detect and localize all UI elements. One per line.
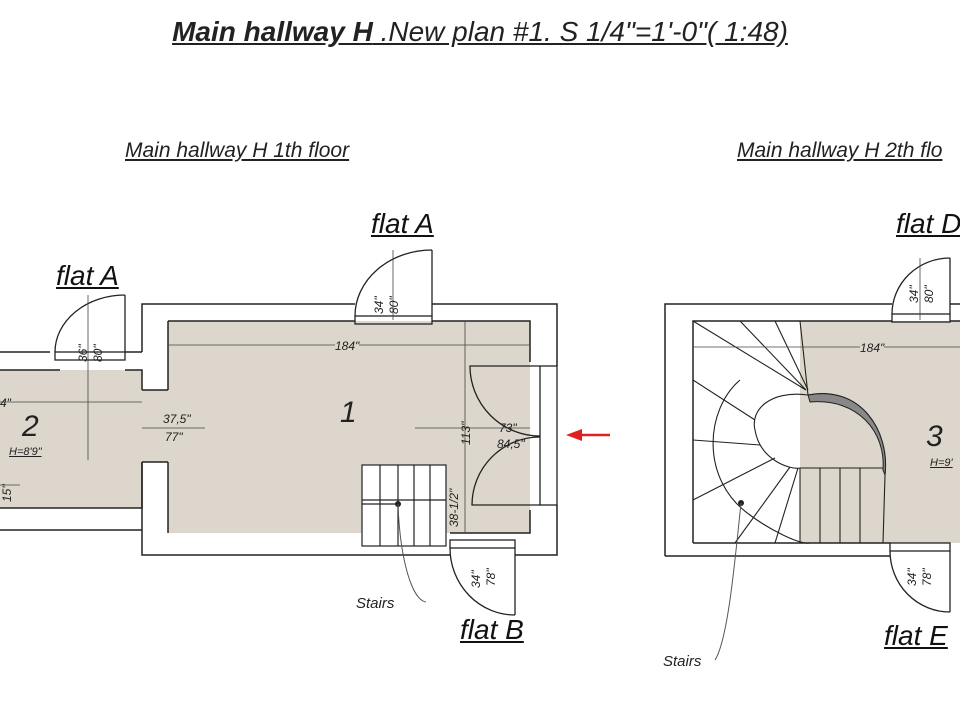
room-1-number: 1 [340,396,357,429]
stair-railing [807,393,887,476]
entry-arrow [566,429,610,441]
room-2-floor [0,370,142,508]
door-flat-b [449,539,516,616]
door3-width: 34" [469,570,483,588]
door1-height: 80" [387,296,401,314]
stairs-left-label: Stairs [356,595,395,612]
flat-e-label: flat E [884,620,948,651]
dim-37-5: 37,5" [163,412,191,426]
door-flat-a-left [54,294,126,361]
title-rest: .New plan #1. S 1/4"=1'-0"( 1:48) [372,16,788,47]
dim-15: 15" [0,484,14,502]
room-1-floor [168,321,530,533]
stairs-right-leader [714,502,742,661]
floor1-label: Main hallway H 1th floor [125,139,350,162]
page-title: Main hallway H .New plan #1. S 1/4"=1'-0… [0,16,960,48]
dim-184-left: 184" [335,339,360,353]
dim-113: 113" [459,421,473,445]
floor2-label: Main hallway H 2th flo [737,139,943,162]
door4-width: 34" [907,285,921,303]
door-entry [469,365,558,506]
room-3-floor [800,321,960,543]
dim-184-right: 184" [860,341,885,355]
door1-width: 34" [372,296,386,314]
door2-width: 36" [76,344,90,362]
room-3-height: H=9' [930,457,953,469]
door-flat-a-top [354,249,433,325]
stairs-left-leader [397,503,427,603]
door5-height: 78" [920,568,934,586]
door4-height: 80" [922,285,936,303]
door-flat-d [891,257,951,323]
flat-b-label: flat B [460,614,524,645]
dim-38-1-2: 38-1/2" [447,488,461,527]
door-flat-e [889,542,951,613]
dim-4: 4" [0,396,11,410]
room-2-number: 2 [22,410,39,443]
door3-height: 78" [484,568,498,586]
dim-77: 77" [165,430,183,444]
passage-floor [142,390,168,462]
stairs-right-label: Stairs [663,653,702,670]
left-walls [0,303,558,556]
flat-d-label: flat D [896,208,960,239]
dim-73: 73" [499,421,517,435]
room-2-height: H=8'9" [9,446,42,458]
title-bold: Main hallway H [172,16,373,47]
door2-height: 80" [91,344,105,362]
flat-a-left-label: flat A [56,260,119,291]
room-3-number: 3 [926,420,943,453]
flat-a-top-label: flat A [371,208,434,239]
stairs-left [361,464,447,547]
dim-84-5: 84,5" [497,437,525,451]
dimension-lines-right [693,258,960,348]
door5-width: 34" [905,568,919,586]
